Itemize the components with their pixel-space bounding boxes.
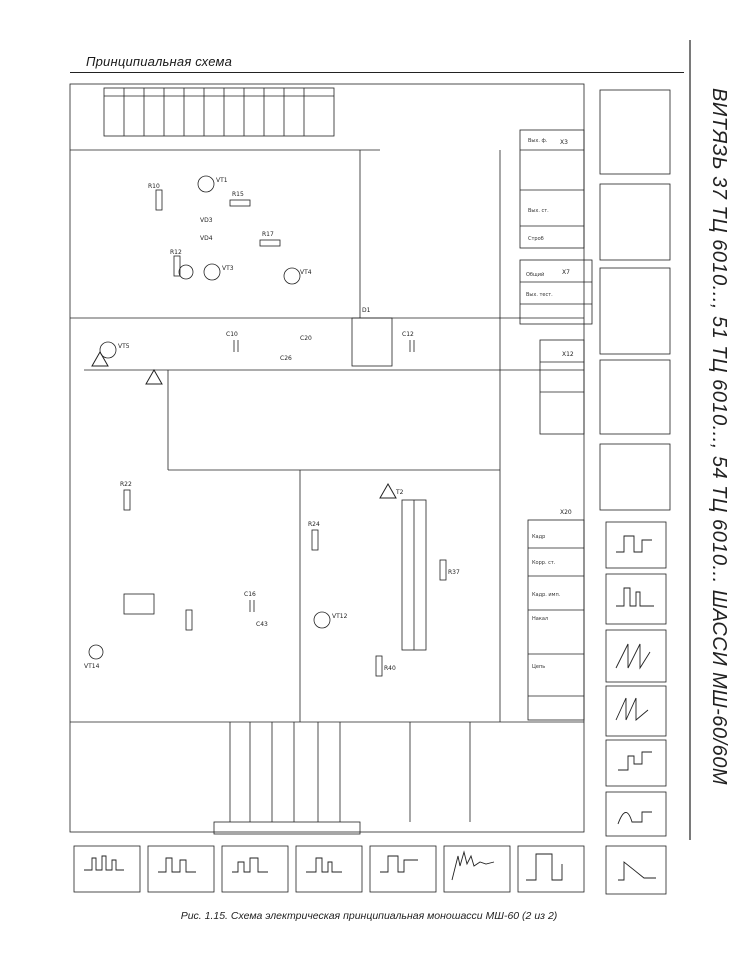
figure-caption: Рис. 1.15. Схема электрическая принципиа…	[180, 910, 558, 922]
connector-label-group: Вых. ф. Вых. ст. Строб Общий Вых. тест. …	[526, 138, 561, 670]
component-label: R40	[384, 665, 396, 672]
component-label: D1	[362, 307, 371, 314]
component-label: R12	[170, 249, 182, 256]
component-label: R24	[308, 521, 320, 528]
top-connector-cells	[104, 88, 334, 136]
component-label-group: R10 R12 R15 R17 R22 R24 C10 C12 C16 C20 …	[84, 139, 574, 672]
component-label: VT5	[118, 343, 130, 350]
component-label: VT12	[332, 613, 348, 620]
component-label: X3	[560, 139, 568, 146]
component-label: R22	[120, 481, 132, 488]
component-label: VD3	[200, 217, 213, 224]
page-title: Принципиальная схема	[86, 54, 233, 69]
component-label: T2	[395, 489, 404, 496]
component-label: C43	[256, 621, 268, 628]
component-label: R15	[232, 191, 244, 198]
component-label: VT1	[216, 177, 228, 184]
component-label: X20	[560, 509, 572, 516]
top-connector-block	[103, 87, 335, 137]
header-rule	[70, 72, 684, 73]
connector-label: Вых. ст.	[528, 208, 549, 214]
connector-label: Вых. тест.	[526, 292, 553, 298]
warning-triangle-icon	[91, 350, 109, 367]
connector-label: Цепь	[532, 664, 545, 670]
component-label: R17	[262, 231, 274, 238]
warning-triangle-icon	[145, 368, 163, 385]
connector-label: Кадр. имп.	[532, 592, 561, 598]
component-label: C12	[402, 331, 414, 338]
component-label: VT4	[300, 269, 312, 276]
component-label: R37	[448, 569, 460, 576]
connector-label: Общий	[526, 271, 544, 278]
component-label: R10	[148, 183, 160, 190]
connector-label: Корр. ст.	[532, 560, 556, 566]
component-label: C16	[244, 591, 256, 598]
connector-label: Строб	[528, 236, 544, 242]
component-label: X7	[562, 269, 570, 276]
component-label: VT14	[84, 663, 100, 670]
component-label: VT3	[222, 265, 234, 272]
schematic-frame	[69, 83, 585, 833]
component-label: C26	[280, 355, 292, 362]
connector-label: Кадр	[532, 534, 545, 540]
component-label: VD4	[200, 235, 213, 242]
component-label: C10	[226, 331, 238, 338]
warning-triangle-icon	[379, 482, 397, 499]
component-label: X12	[562, 351, 574, 358]
connector-label: Вых. ф.	[528, 138, 548, 144]
component-label: C20	[300, 335, 312, 342]
connector-label: Накал	[532, 616, 548, 622]
